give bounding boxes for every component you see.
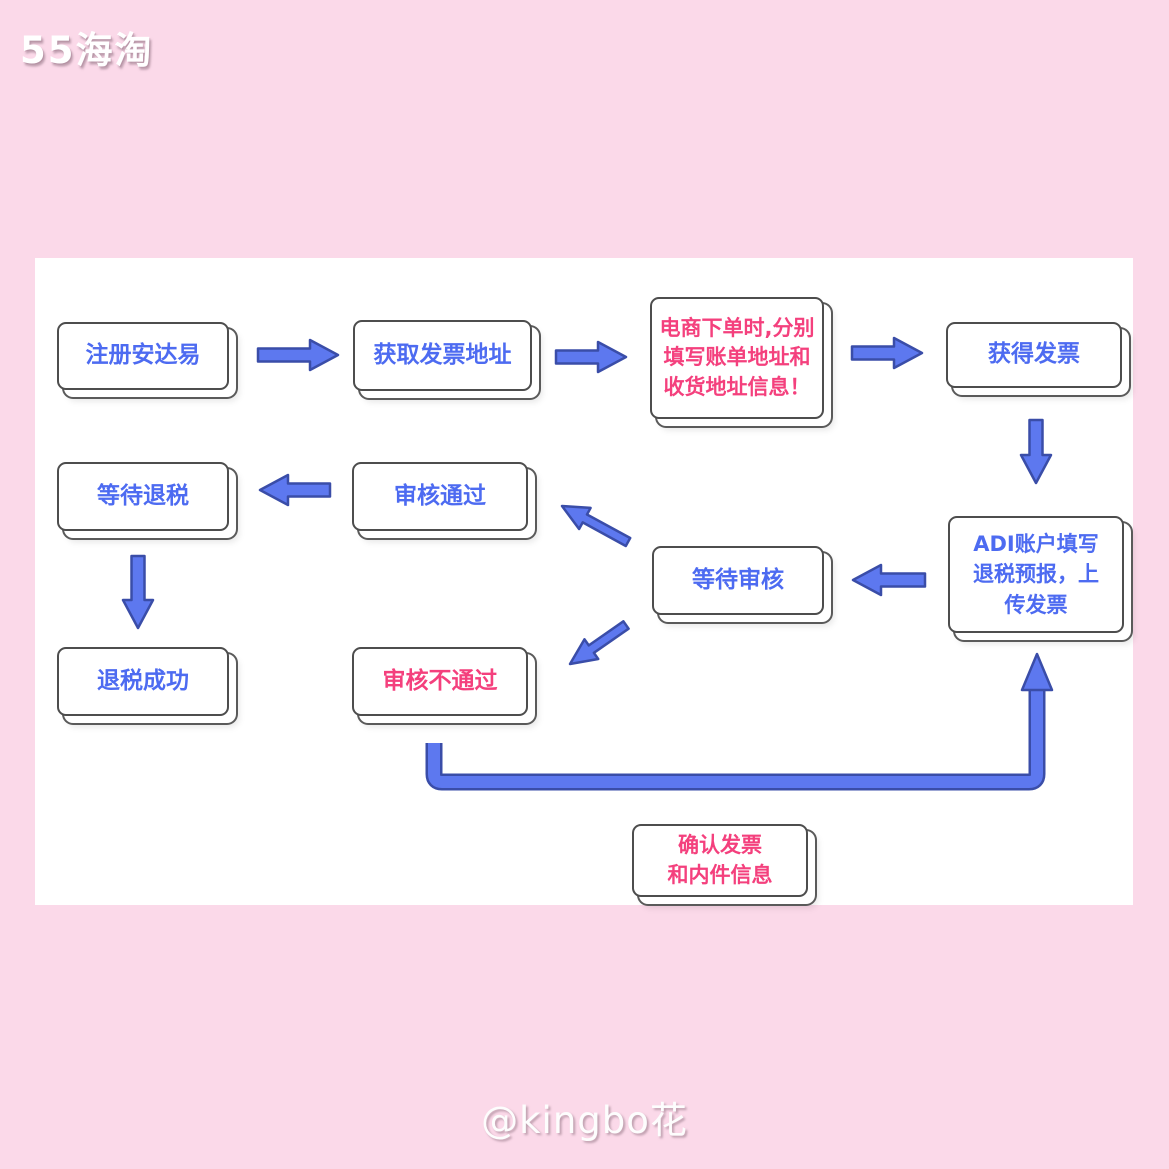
arrow-wait-review-to-review-fail [568, 620, 630, 666]
connector-arrowhead-up [1020, 652, 1054, 692]
node-get-invoice-address: 获取发票地址 [353, 320, 532, 391]
node-wait-review: 等待审核 [652, 546, 824, 615]
connector-review-fail-to-adi [425, 652, 1054, 791]
arrow-adi-to-wait-review [851, 563, 927, 597]
arrow-wait-refund-to-refund-success [121, 554, 155, 630]
author-watermark: @kingbo花 [481, 1099, 688, 1142]
arrow-register-to-get-address [256, 338, 340, 372]
node-adi-account-upload: ADI账户填写 退税预报，上 传发票 [948, 516, 1124, 633]
arrow-order-info-to-get-invoice [850, 336, 924, 370]
node-register-anday: 注册安达易 [57, 322, 229, 390]
site-logo: 55海淘 [20, 29, 154, 72]
node-order-address-info: 电商下单时,分别 填写账单地址和 收货地址信息！ [650, 297, 824, 419]
arrow-review-pass-to-wait-refund [258, 473, 332, 507]
node-refund-success: 退税成功 [57, 647, 229, 716]
arrow-wait-review-to-review-pass [560, 504, 632, 548]
arrow-get-invoice-to-adi [1019, 418, 1053, 485]
arrow-get-address-to-order-info [554, 340, 628, 374]
node-confirm-invoice-contents: 确认发票 和内件信息 [632, 824, 808, 897]
node-get-invoice: 获得发票 [946, 322, 1122, 388]
node-wait-refund: 等待退税 [57, 462, 229, 531]
node-review-failed: 审核不通过 [352, 647, 528, 716]
node-review-passed: 审核通过 [352, 462, 528, 531]
